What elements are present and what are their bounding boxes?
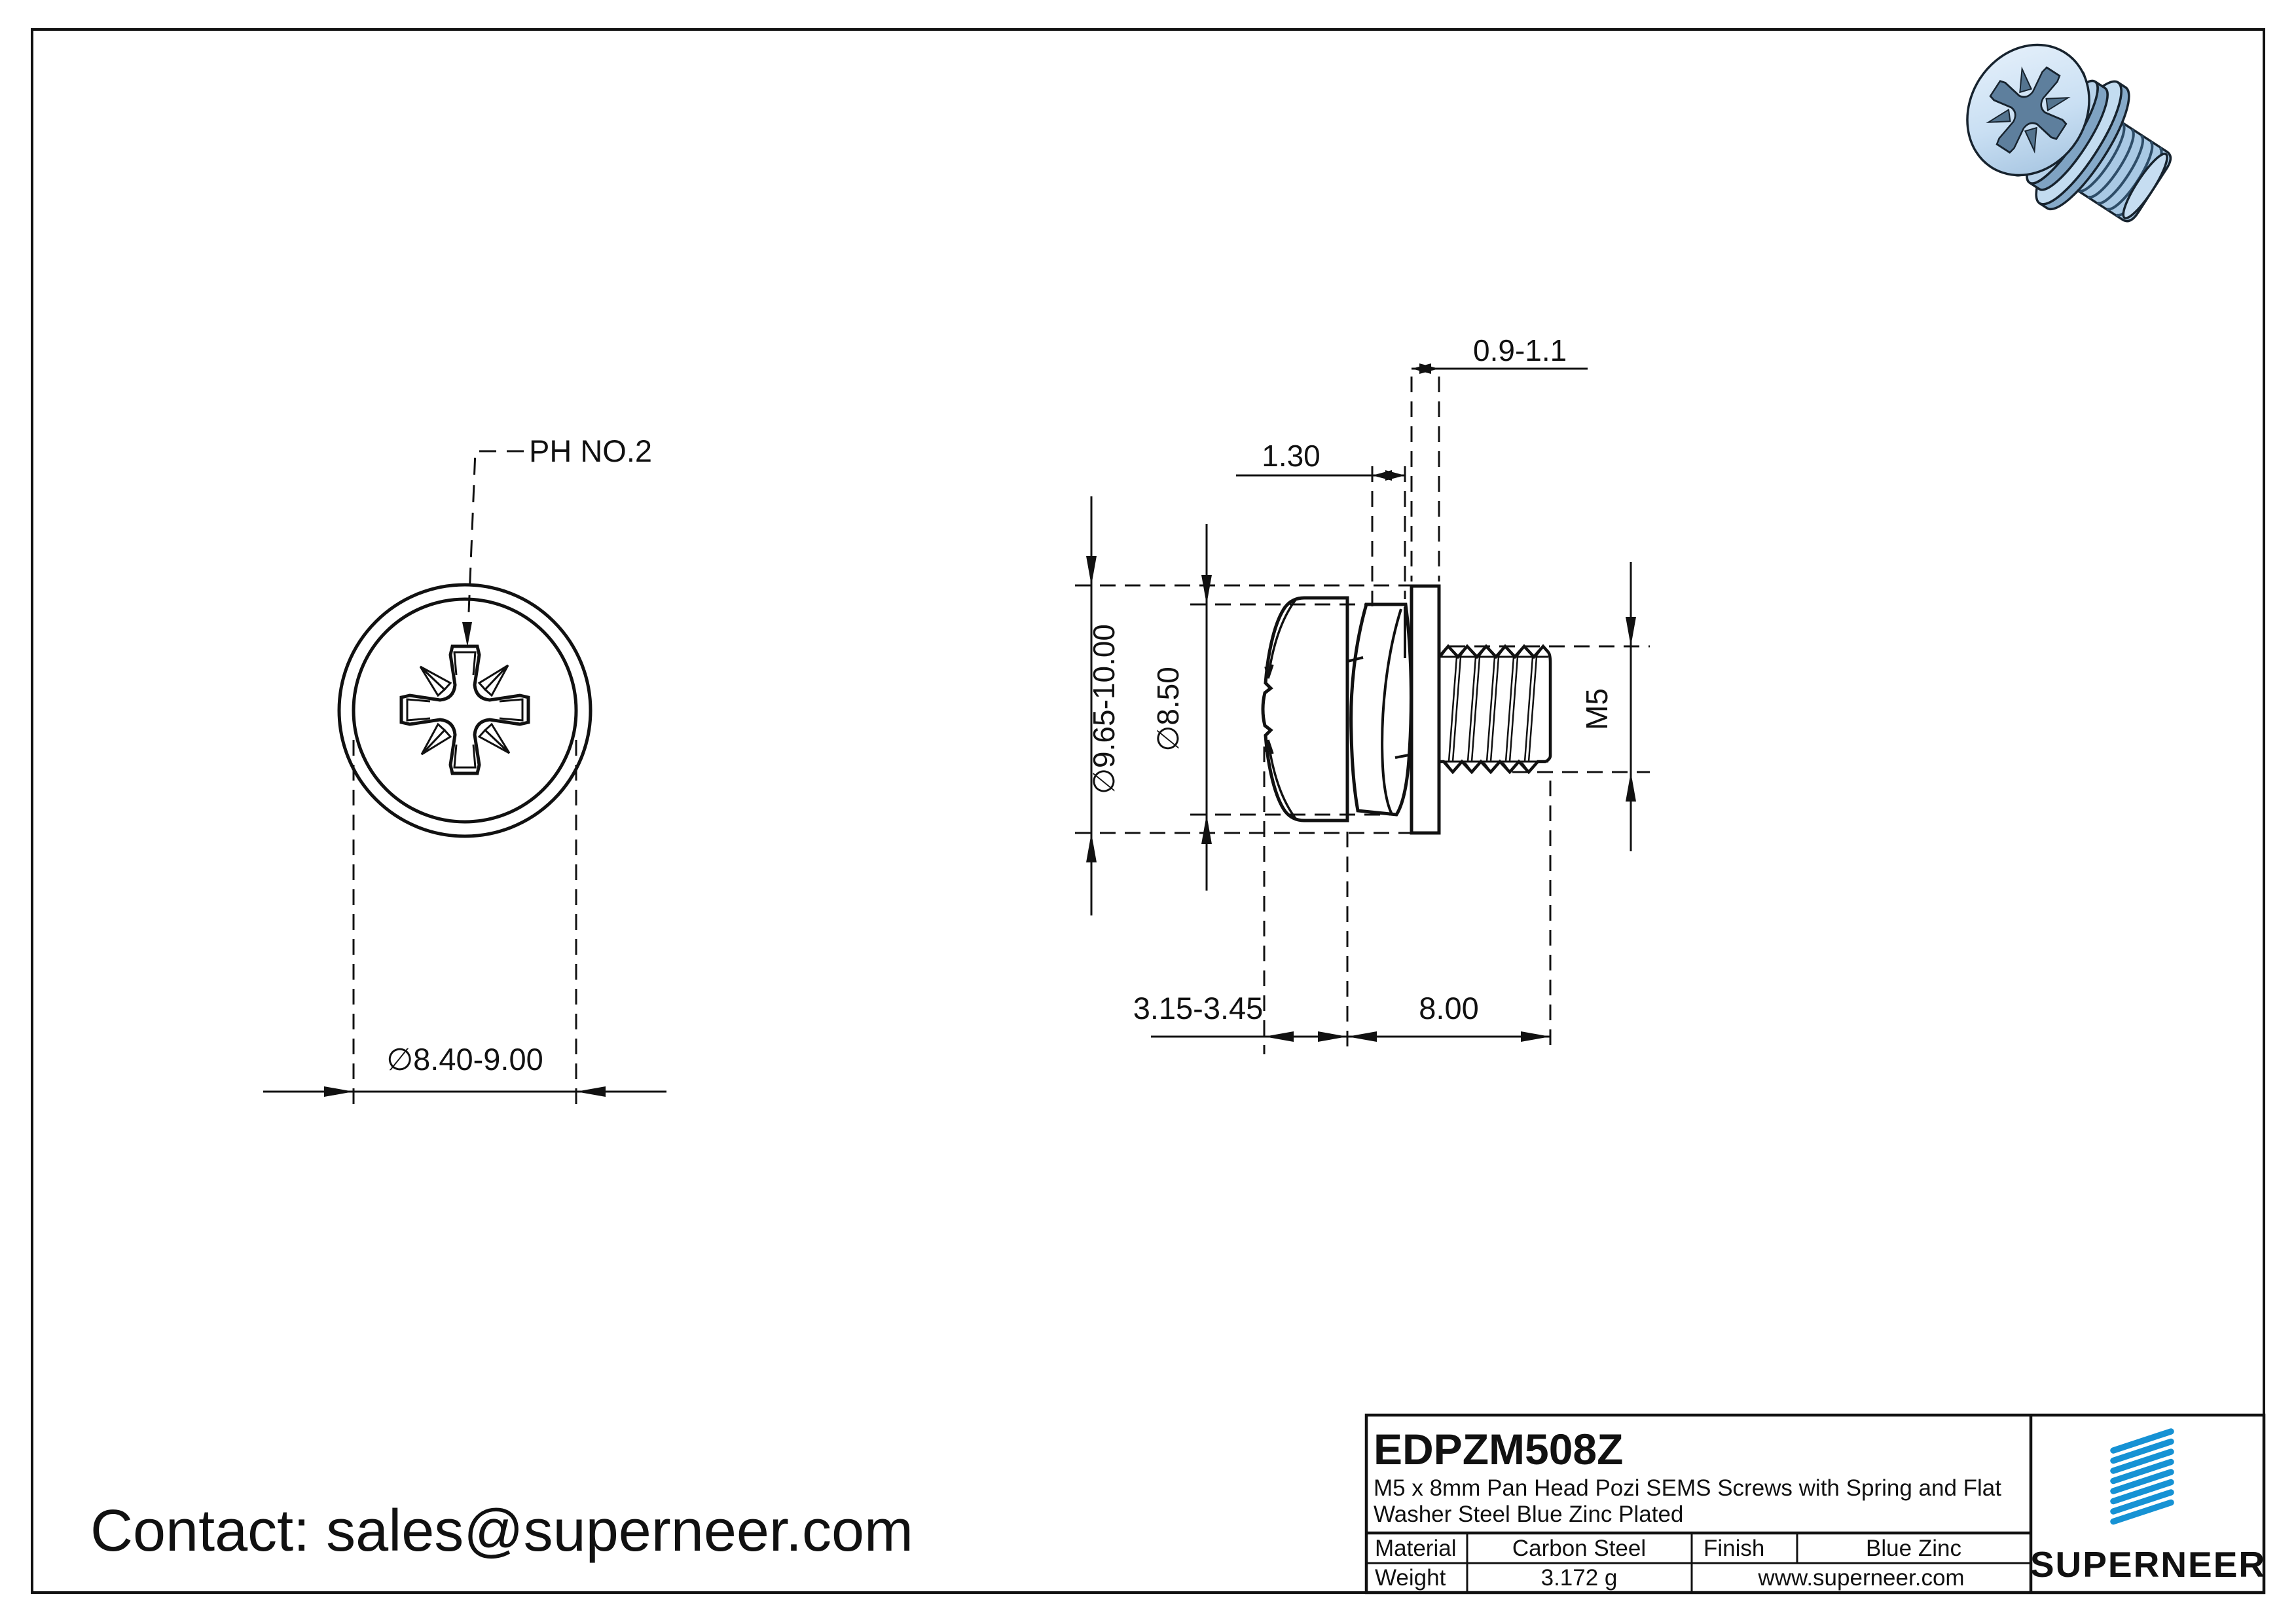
material-label: Material [1375,1536,1456,1561]
pozi-recess [399,644,530,775]
dim-head-height [1151,747,1349,1054]
spring-washer-thickness-dim: 1.30 [1262,439,1321,473]
finish-label: Finish [1704,1536,1764,1561]
weight-label: Weight [1375,1565,1446,1591]
drive-label: PH NO.2 [529,434,652,468]
pozi-3d [1986,66,2071,154]
thread-size-dim: M5 [1580,688,1614,730]
material-value: Carbon Steel [1512,1536,1646,1561]
superneer-logo-icon [2110,1428,2174,1525]
brand-name: SUPERNEER [2030,1544,2266,1585]
head-height-dim: 3.15-3.45 [1133,991,1264,1025]
description-line2: Washer Steel Blue Zinc Plated [1374,1502,1683,1527]
pan-head-side [1261,596,1349,822]
head-diameter-dim: ∅8.40-9.00 [386,1042,543,1077]
flat-washer-thickness-dim: 0.9-1.1 [1473,333,1567,367]
front-view: PH NO.2 ∅8.40-9.00 [263,434,666,1112]
finish-value: Blue Zinc [1866,1536,1961,1561]
description-line1: M5 x 8mm Pan Head Pozi SEMS Screws with … [1374,1475,2001,1501]
weight-value: 3.172 g [1541,1565,1618,1591]
thread-length-dim: 8.00 [1419,991,1478,1025]
flat-washer-outline-front [337,583,592,838]
title-block: EDPZM508Z M5 x 8mm Pan Head Pozi SEMS Sc… [1364,1413,2266,1595]
website-link: www.superneer.com [1757,1565,1964,1591]
flat-washer-od-dim: ∅9.65-10.00 [1087,624,1121,794]
leader-arrowhead-icon [462,622,472,647]
pan-head-outline-front [352,597,578,824]
side-view: 0.9-1.1 1.30 ∅9.65-10.00 ∅8.50 [1075,333,1650,1054]
dim-spring-washer-od [1190,524,1406,891]
drive-leader [462,450,524,647]
dim-thread-length [1347,781,1552,1054]
page-border [31,28,2265,1594]
shank-tip-3d [2122,153,2168,219]
dim-flat-washer-od [1075,496,1412,915]
dim-flat-washer-thickness [1410,363,1588,581]
contact-line: Contact: sales@superneer.com [90,1498,913,1564]
spring-washer-od-dim: ∅8.50 [1151,667,1185,752]
thread-side [1438,644,1552,775]
dim-thread-size [1449,562,1650,851]
screw-3d-render [1966,43,2172,223]
flat-washer-side [1410,584,1441,835]
part-number: EDPZM508Z [1374,1425,1623,1473]
spring-washer-side [1347,602,1413,817]
recess-profile-lines [1264,599,1297,820]
dim-spring-washer-thickness [1236,466,1406,612]
front-dim-head-od [263,740,666,1112]
pozi-tick-marks [419,664,511,756]
